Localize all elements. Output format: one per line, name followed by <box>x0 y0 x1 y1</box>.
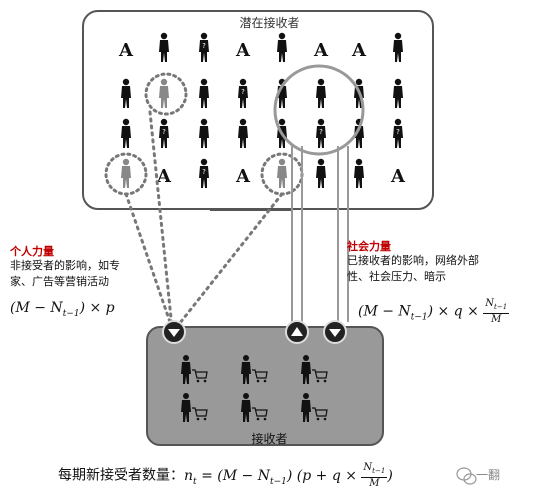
adopters-title: 接收者 <box>251 432 288 446</box>
svg-text:A: A <box>156 166 172 187</box>
potential-adopters-title: 潜在接收者 <box>239 16 300 30</box>
svg-text:A: A <box>235 166 251 187</box>
innovation-formula: (M − Nt−1) × p <box>10 300 115 319</box>
imitation-desc-line1: 已接收者的影响，网络外部 <box>347 254 479 267</box>
imitation-title: 社会力量 <box>347 240 391 253</box>
imitation-down-arrow-icon <box>323 320 347 344</box>
innovation-desc-line2: 家、广告等营销活动 <box>10 275 109 288</box>
adopters-box <box>146 326 384 446</box>
innovation-title: 个人力量 <box>10 245 54 258</box>
svg-text:A: A <box>118 40 134 61</box>
innovation-arrow-icon <box>162 320 186 344</box>
svg-text:A: A <box>390 166 406 187</box>
adopter-grid <box>180 354 328 423</box>
innovation-desc-line1: 非接受者的影响，如专 <box>10 259 120 272</box>
imitator-circle <box>273 64 365 156</box>
imitation-up-arrow-icon <box>285 320 309 344</box>
bottom-formula-label: 每期新接受者数量： <box>58 467 184 484</box>
imitation-desc: 已接收者的影响，网络外部 性、社会压力、暗示 <box>347 253 479 285</box>
watermark: 一翻 <box>476 468 501 482</box>
svg-text:A: A <box>235 40 251 61</box>
potential-adopter-grid: A A A A A A A <box>118 32 406 188</box>
imitation-desc-line2: 性、社会压力、暗示 <box>347 270 446 283</box>
innovation-desc: 非接受者的影响，如专 家、广告等营销活动 <box>10 258 120 290</box>
innovator-circle <box>144 72 188 116</box>
potential-adopters-box <box>82 10 434 210</box>
svg-text:A: A <box>351 40 367 61</box>
wechat-icon <box>456 467 477 485</box>
svg-text:A: A <box>313 40 329 61</box>
